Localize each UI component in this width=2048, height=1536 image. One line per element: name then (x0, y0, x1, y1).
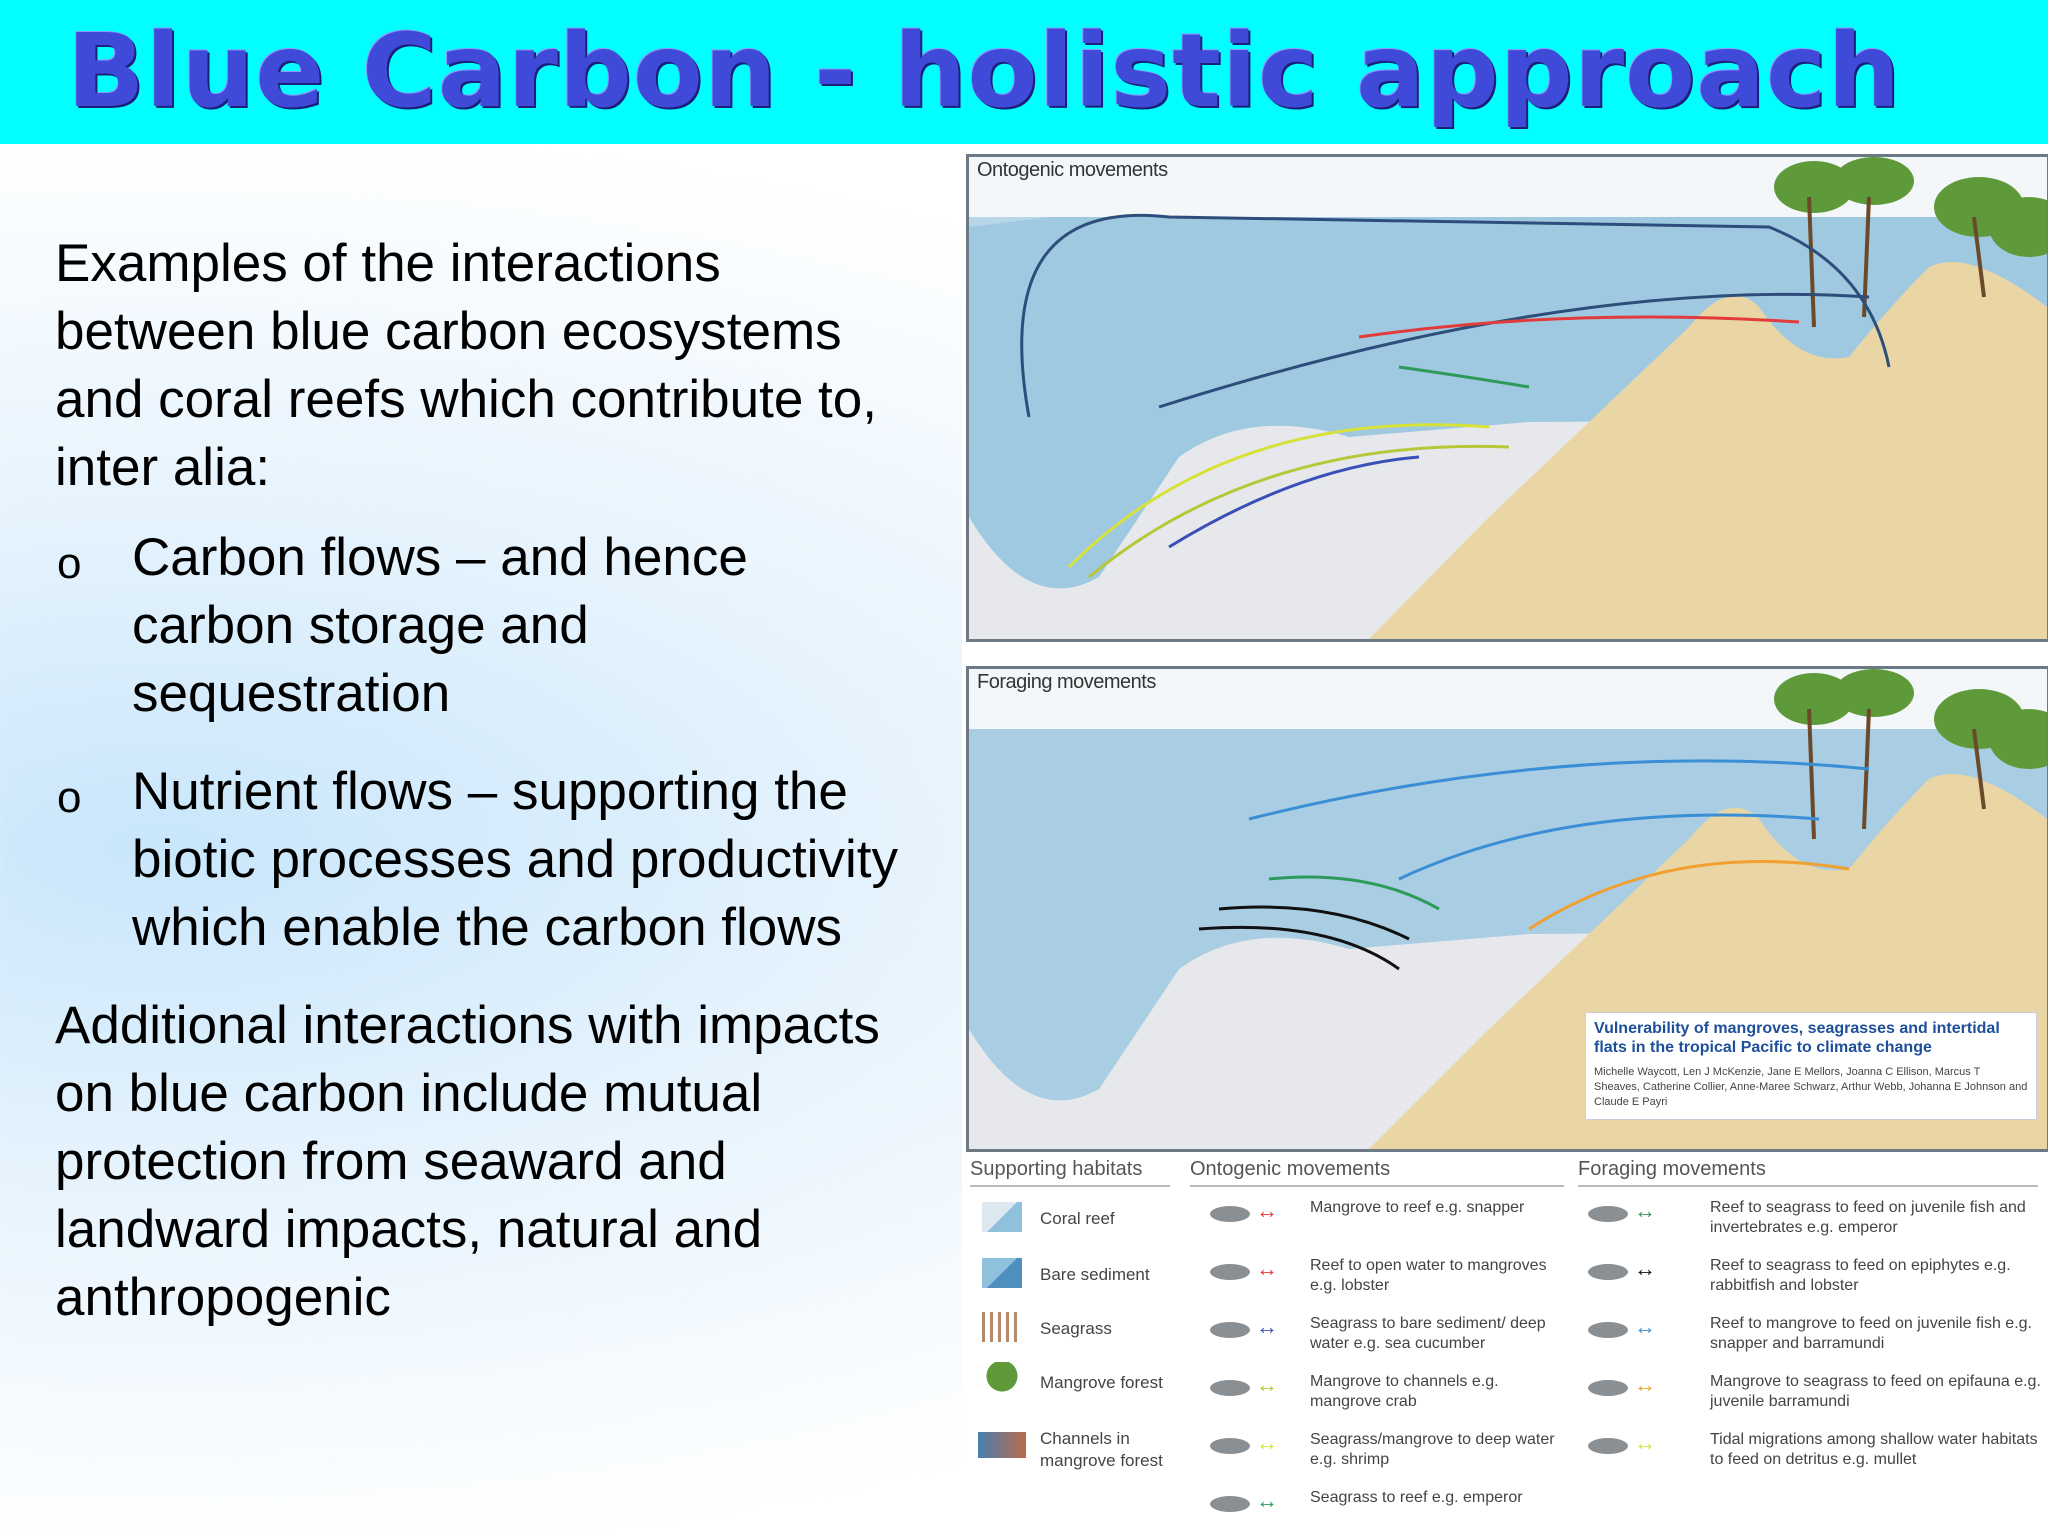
animal-icon (1210, 1206, 1250, 1222)
legend-habitat-mangrove-forest: Mangrove forest (1040, 1373, 1163, 1392)
legend-heading-habitats: Supporting habitats (970, 1158, 1170, 1187)
legend-heading-foraging: Foraging movements (1578, 1158, 2038, 1187)
legend-movement-text: Seagrass to reef e.g. emperor (1310, 1489, 1523, 1506)
legend-habitat-coral-reef: Coral reef (1040, 1209, 1115, 1228)
channels-swatch (978, 1432, 1026, 1458)
legend-habitat-channels: Channels in mangrove forest (1040, 1429, 1163, 1470)
legend-movement-text: Mangrove to reef e.g. snapper (1310, 1199, 1525, 1216)
legend-movement-text: Mangrove to seagrass to feed on epifauna… (1710, 1373, 2041, 1410)
legend-movement-text: Reef to seagrass to feed on epiphytes e.… (1710, 1257, 2011, 1294)
legend-movement-text: Reef to open water to mangroves e.g. lob… (1310, 1257, 1547, 1294)
coral-reef-swatch (982, 1202, 1022, 1232)
double-arrow-icon: ↔ (1256, 1430, 1278, 1455)
animal-icon (1588, 1380, 1628, 1396)
panel-ontogenic: Ontogenic movements (966, 154, 2048, 642)
legend-heading-ontogenic: Ontogenic movements (1190, 1158, 1564, 1187)
bullet-item-carbon: o Carbon flows – and hence carbon storag… (55, 524, 915, 728)
ecosystem-diagram: Ontogenic movements Foraging movements V… (962, 150, 2048, 1536)
legend-movement-text: Reef to seagrass to feed on juvenile fis… (1710, 1199, 2026, 1236)
panel-title: Foraging movements (977, 671, 1156, 693)
legend-movement-text: Reef to mangrove to feed on juvenile fis… (1710, 1315, 2032, 1352)
bullet-text: Nutrient flows – supporting the biotic p… (132, 762, 898, 957)
legend-habitat-bare-sediment: Bare sediment (1040, 1265, 1150, 1284)
double-arrow-icon: ↔ (1634, 1314, 1656, 1339)
animal-icon (1210, 1438, 1250, 1454)
slide-text: Examples of the interactions between blu… (55, 230, 915, 1354)
animal-icon (1588, 1206, 1628, 1222)
legend-movement-text: Tidal migrations among shallow water hab… (1710, 1431, 2038, 1468)
legend-movement-text: Seagrass/mangrove to deep water e.g. shr… (1310, 1431, 1555, 1468)
mangrove-tree-icon (980, 1362, 1024, 1402)
title-banner (0, 0, 2048, 144)
diagram-legend: Supporting habitats Ontogenic movements … (962, 1150, 2048, 1536)
animal-icon (1210, 1264, 1250, 1280)
double-arrow-icon: ↔ (1634, 1198, 1656, 1223)
seagrass-swatch (982, 1312, 1022, 1342)
double-arrow-icon: ↔ (1256, 1372, 1278, 1397)
reference-box: Vulnerability of mangroves, seagrasses a… (1585, 1012, 2037, 1120)
double-arrow-icon: ↔ (1256, 1314, 1278, 1339)
additional-text: Additional interactions with impacts on … (55, 996, 880, 1327)
animal-icon (1210, 1496, 1250, 1512)
slide-title: Blue Carbon - holistic approach (66, 12, 1902, 131)
double-arrow-icon: ↔ (1256, 1488, 1278, 1513)
animal-icon (1210, 1380, 1250, 1396)
animal-icon (1588, 1438, 1628, 1454)
animal-icon (1210, 1322, 1250, 1338)
legend-habitat-seagrass: Seagrass (1040, 1319, 1112, 1338)
double-arrow-icon: ↔ (1634, 1372, 1656, 1397)
ontogenic-illustration (969, 157, 2047, 639)
intro-text: Examples of the interactions between blu… (55, 234, 877, 497)
legend-movement-text: Seagrass to bare sediment/ deep water e.… (1310, 1315, 1546, 1352)
double-arrow-icon: ↔ (1256, 1198, 1278, 1223)
double-arrow-icon: ↔ (1634, 1256, 1656, 1281)
animal-icon (1588, 1264, 1628, 1280)
reference-title: Vulnerability of mangroves, seagrasses a… (1594, 1020, 2000, 1056)
double-arrow-icon: ↔ (1256, 1256, 1278, 1281)
legend-movement-text: Mangrove to channels e.g. mangrove crab (1310, 1373, 1499, 1410)
bullet-text: Carbon flows – and hence carbon storage … (132, 528, 748, 723)
double-arrow-icon: ↔ (1634, 1430, 1656, 1455)
reference-authors: Michelle Waycott, Len J McKenzie, Jane E… (1594, 1066, 2028, 1108)
animal-icon (1588, 1322, 1628, 1338)
bare-sediment-swatch (982, 1258, 1022, 1288)
bullet-circle-icon: o (57, 539, 82, 588)
bullet-circle-icon: o (57, 773, 82, 822)
panel-title: Ontogenic movements (977, 159, 1168, 181)
bullet-item-nutrient: o Nutrient flows – supporting the biotic… (55, 758, 915, 962)
